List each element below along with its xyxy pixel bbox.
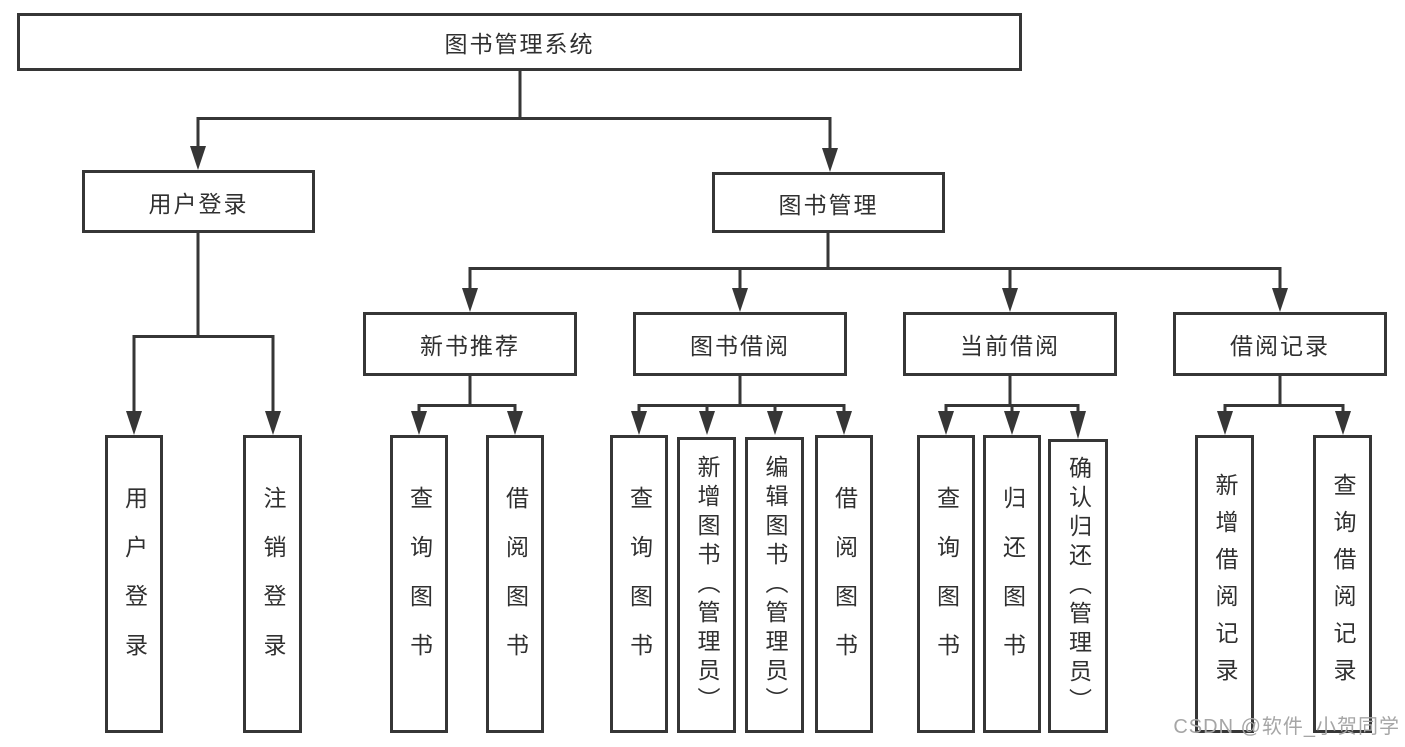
node-label: 用户登录 — [148, 190, 249, 217]
node-book-borrowing: 图书借阅 — [633, 312, 847, 376]
leaf-borrowing-query-books: 查询图书 — [610, 435, 668, 733]
node-label: 借阅记录 — [1230, 333, 1330, 359]
leaf-records-add-record: 新增借阅记录 — [1195, 435, 1254, 733]
node-label: 图书管理 — [778, 191, 879, 218]
node-new-book-recommend: 新书推荐 — [363, 312, 577, 376]
node-label: 新书推荐 — [420, 333, 520, 359]
leaf-current-return-books: 归还图书 — [983, 435, 1041, 733]
leaf-label: 新增图书（管理员） — [694, 454, 720, 716]
leaf-label: 查询图书 — [406, 486, 433, 682]
leaf-current-query-books: 查询图书 — [917, 435, 975, 733]
leaf-logout: 注销登录 — [243, 435, 302, 733]
leaf-label: 查询借阅记录 — [1330, 473, 1356, 695]
leaf-label: 编辑图书（管理员） — [762, 454, 788, 716]
connector-user-login-children — [126, 233, 281, 435]
leaf-label: 用户登录 — [121, 486, 148, 682]
connector-new-book-children — [411, 376, 523, 435]
leaf-borrowing-edit-books-admin: 编辑图书（管理员） — [745, 437, 804, 733]
connector-book-borrowing-children — [631, 376, 852, 435]
leaf-label: 注销登录 — [260, 486, 286, 682]
leaf-label: 归还图书 — [999, 486, 1026, 682]
node-user-login-branch: 用户登录 — [82, 170, 315, 233]
leaf-records-query-record: 查询借阅记录 — [1313, 435, 1372, 733]
node-root: 图书管理系统 — [17, 13, 1022, 71]
connector-root-to-level2 — [190, 70, 838, 172]
connector-borrowing-records-children — [1217, 376, 1351, 435]
leaf-borrowing-borrow-books: 借阅图书 — [815, 435, 873, 733]
connector-book-management-children — [462, 233, 1288, 312]
leaf-newbook-query-books: 查询图书 — [390, 435, 448, 733]
leaf-label: 新增借阅记录 — [1212, 473, 1238, 695]
node-current-borrowing: 当前借阅 — [903, 312, 1117, 376]
connector-current-borrowing-children — [938, 376, 1086, 439]
node-label: 图书借阅 — [690, 333, 790, 359]
leaf-label: 查询图书 — [626, 486, 653, 682]
leaf-borrowing-add-books-admin: 新增图书（管理员） — [677, 437, 736, 733]
node-label: 图书管理系统 — [444, 31, 595, 57]
leaf-current-confirm-return-admin: 确认归还（管理员） — [1048, 439, 1108, 733]
leaf-label: 借阅图书 — [502, 486, 529, 682]
leaf-label: 借阅图书 — [831, 486, 858, 682]
leaf-label: 查询图书 — [933, 486, 960, 682]
leaf-user-login: 用户登录 — [105, 435, 163, 733]
csdn-watermark: CSDN @软件_小贺同学 — [1173, 716, 1400, 738]
node-book-management: 图书管理 — [712, 172, 945, 233]
leaf-label: 确认归还（管理员） — [1065, 455, 1092, 717]
leaf-newbook-borrow-books: 借阅图书 — [486, 435, 544, 733]
node-borrowing-records: 借阅记录 — [1173, 312, 1387, 376]
node-label: 当前借阅 — [960, 333, 1060, 359]
